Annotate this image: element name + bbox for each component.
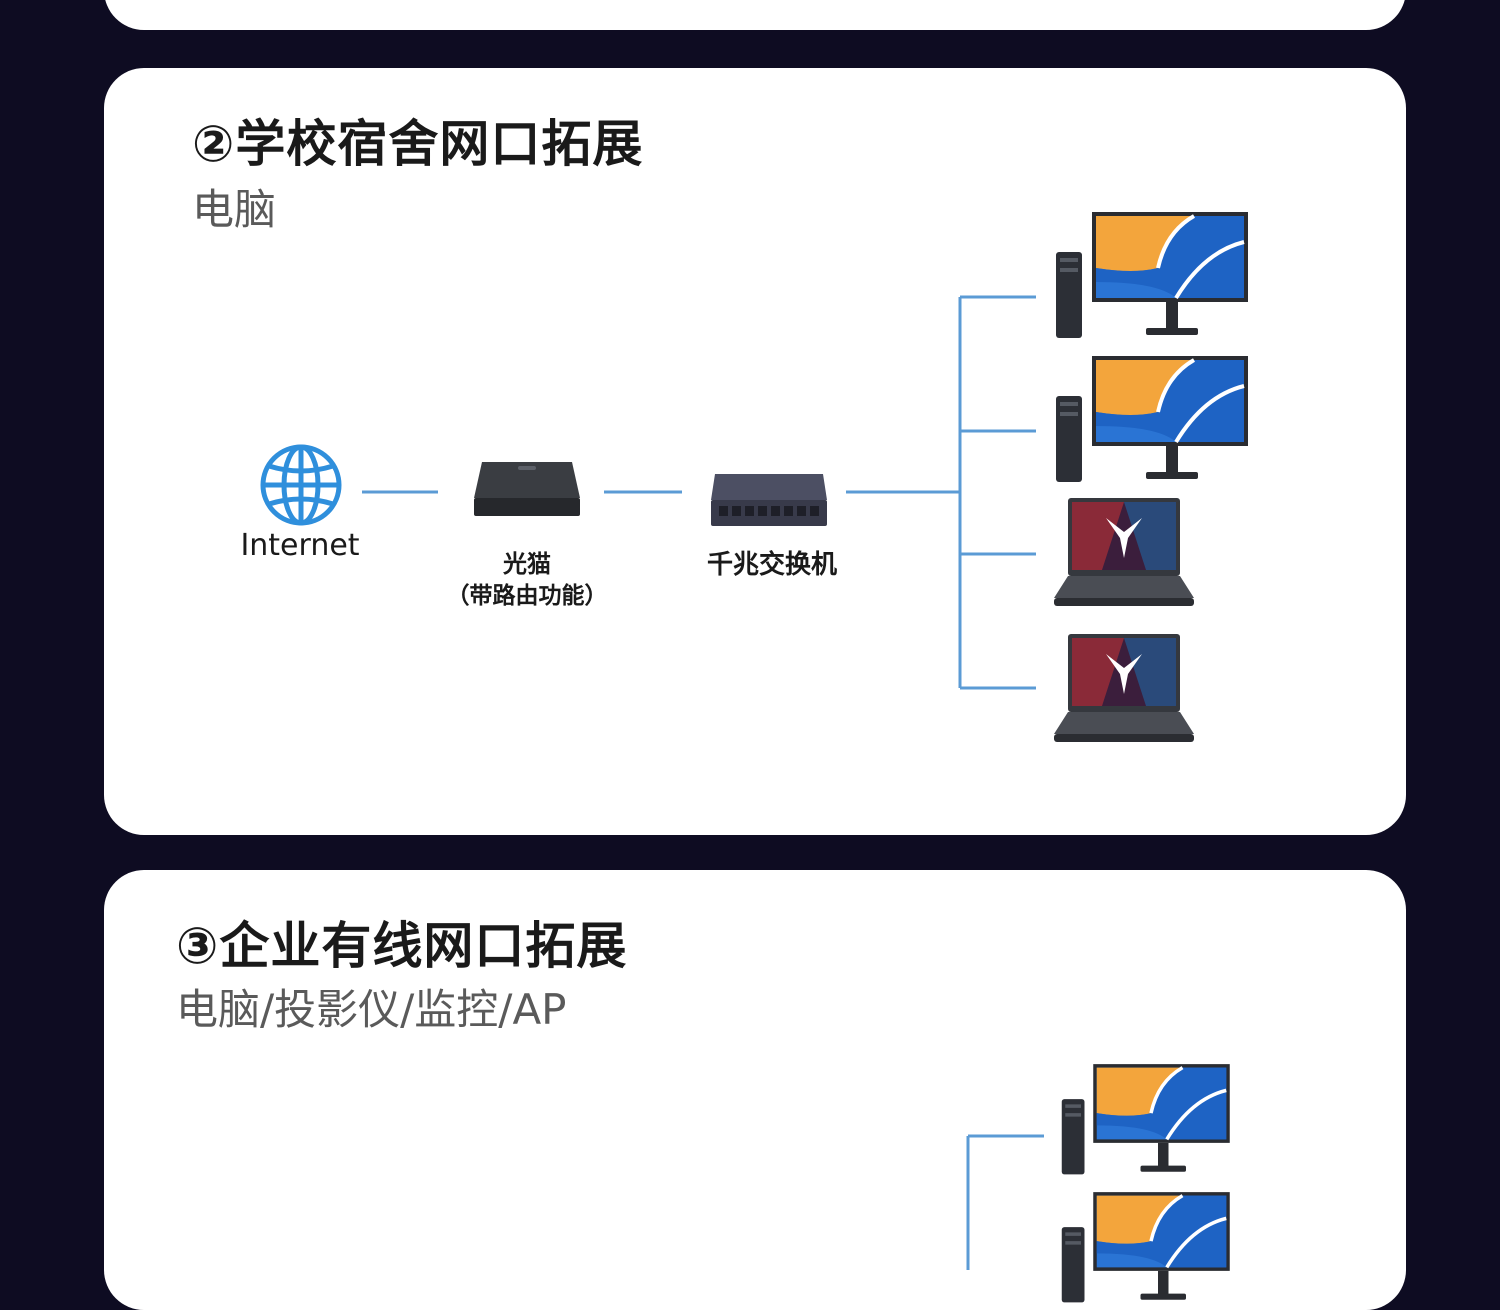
switch-icon [711,474,827,526]
laptop-icon [1054,634,1194,744]
section-subtitle: 电脑 [192,185,277,234]
laptop-icon [1054,498,1194,608]
section-title: ③企业有线网口拓展 [176,917,628,975]
internet-label: Internet [240,528,360,563]
enterprise-network-card: ③企业有线网口拓展 电脑/投影仪/监控/AP [104,870,1406,1310]
connection-lines [362,295,1036,690]
modem-icon [474,462,580,516]
desktop-pc-icon [1060,1192,1235,1306]
modem-note: （带路由功能） [446,583,608,609]
globe-icon [260,444,342,526]
switch-label: 千兆交换机 [706,550,837,580]
previous-section-card [104,0,1406,30]
desktop-pc-icon [1060,1064,1235,1178]
modem-label: 光猫 [503,550,551,578]
section-title: ②学校宿舍网口拓展 [192,115,644,173]
desktop-pc-icon [1054,356,1254,486]
dorm-network-card: ②学校宿舍网口拓展 电脑 Internet 光猫 （带路由功能） [104,68,1406,835]
desktop-pc-icon [1054,212,1254,342]
section-subtitle: 电脑/投影仪/监控/AP [176,985,567,1034]
